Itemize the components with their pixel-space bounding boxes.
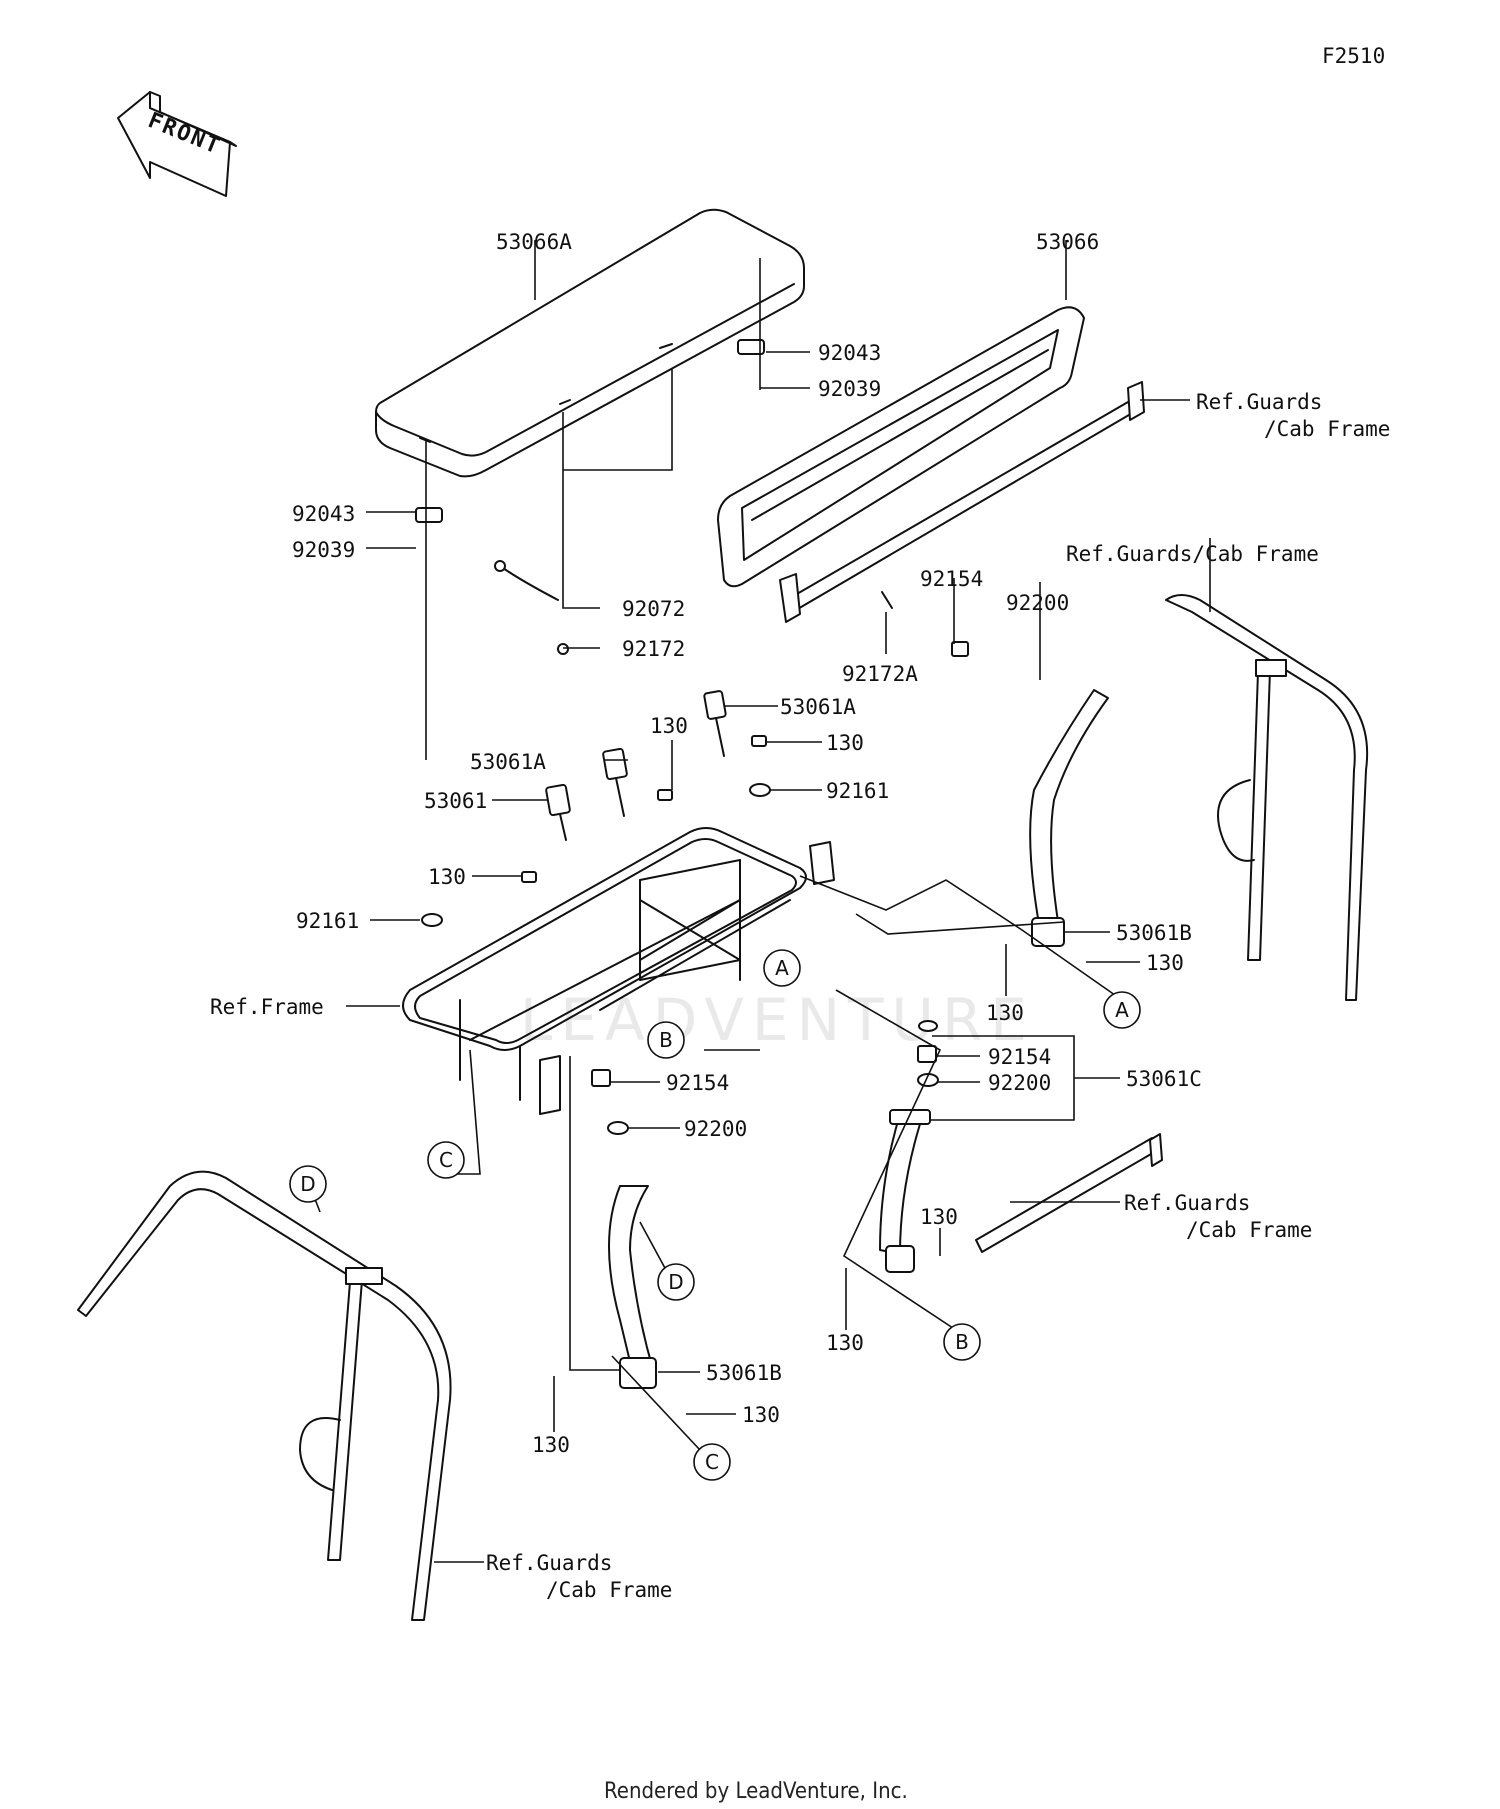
label-ref-guards-4b: /Cab Frame: [546, 1578, 672, 1602]
label-130-h: 130: [742, 1403, 780, 1427]
label-92154-left: 92154: [666, 1071, 729, 1095]
roll-cage-left: [77, 1170, 452, 1621]
washer-92161-right: [749, 783, 771, 797]
buckle-53061[interactable]: [545, 783, 571, 841]
label-ref-guards-1b: /Cab Frame: [1264, 417, 1390, 441]
label-ref-guards-3b: /Cab Frame: [1186, 1218, 1312, 1242]
bolt-130-upper: [657, 789, 673, 801]
rear-cross-tube: [779, 381, 1145, 623]
seat-frame: [402, 827, 835, 1115]
bracket-92043-right: [737, 339, 765, 355]
label-92172: 92172: [622, 637, 685, 661]
label-53061c: 53061C: [1126, 1067, 1202, 1091]
label-53061a-left: 53061A: [470, 750, 546, 774]
label-53061b-upper: 53061B: [1116, 921, 1192, 945]
washer-92161-left: [421, 913, 443, 927]
footer-credit: Rendered by LeadVenture, Inc.: [604, 1779, 908, 1804]
rivet-92172a: [881, 591, 893, 609]
roll-cage-right: [1165, 594, 1369, 1001]
bolt-92154-left: [591, 1069, 611, 1087]
label-130-i: 130: [532, 1433, 570, 1457]
label-92043-left: 92043: [292, 502, 355, 526]
callout-c-lower: C: [693, 1443, 731, 1481]
label-130-d: 130: [1146, 951, 1184, 975]
buckle-53061a-right[interactable]: [703, 690, 727, 757]
label-130-e: 130: [986, 1001, 1024, 1025]
label-92039-right: 92039: [818, 377, 881, 401]
callout-a-upper: A: [763, 949, 801, 987]
lower-cross-tube: [975, 1133, 1163, 1253]
label-ref-frame: Ref.Frame: [210, 995, 324, 1019]
label-ref-guards-4a: Ref.Guards: [486, 1551, 612, 1575]
callouts: A A B B C C D D: [289, 949, 1141, 1481]
svg-text:B: B: [659, 1028, 673, 1052]
label-92200-top: 92200: [1006, 591, 1069, 615]
seat-back[interactable]: [717, 306, 1085, 588]
svg-text:A: A: [775, 956, 789, 980]
label-130-c: 130: [428, 865, 466, 889]
bolt-92154-top: [951, 641, 969, 657]
callout-b-upper: B: [647, 1021, 685, 1059]
seat-belt-right-upper[interactable]: [1029, 689, 1109, 947]
callout-a-lower: A: [1103, 991, 1141, 1029]
svg-text:C: C: [705, 1450, 719, 1474]
bracket-92043-left: [415, 507, 443, 523]
part-labels: 53066A 53066 92043 92039 Ref.Guards /Cab…: [210, 230, 1390, 1602]
svg-text:D: D: [300, 1172, 315, 1196]
buckle-53061a-left[interactable]: [602, 747, 628, 817]
svg-text:B: B: [955, 1330, 969, 1354]
leader-lines: [309, 240, 1211, 1563]
label-92161-left: 92161: [296, 909, 359, 933]
label-53066: 53066: [1036, 230, 1099, 254]
seat-belt-center[interactable]: [879, 1109, 931, 1273]
label-ref-guards-1a: Ref.Guards: [1196, 390, 1322, 414]
seat-belt-left-lower[interactable]: [608, 1185, 657, 1389]
svg-text:D: D: [668, 1270, 683, 1294]
callout-d-lower: D: [657, 1263, 695, 1301]
callout-c-upper: C: [427, 1141, 465, 1179]
front-arrow-icon: FRONT: [117, 91, 237, 197]
label-53061: 53061: [424, 789, 487, 813]
bolt-130-a: [751, 735, 767, 747]
svg-text:C: C: [439, 1148, 453, 1172]
label-92154-top: 92154: [920, 567, 983, 591]
label-53061a-right: 53061A: [780, 695, 856, 719]
bolt-92154-center: [917, 1045, 937, 1063]
label-ref-guards-2: Ref.Guards/Cab Frame: [1066, 542, 1319, 566]
label-130-a: 130: [650, 714, 688, 738]
rivet-92172: [557, 643, 569, 655]
label-130-f: 130: [920, 1205, 958, 1229]
callout-b-lower: B: [943, 1323, 981, 1361]
label-92039-left: 92039: [292, 538, 355, 562]
washer-92200-left: [607, 1121, 629, 1135]
label-53066a: 53066A: [496, 230, 572, 254]
callout-d-upper: D: [289, 1165, 327, 1203]
seat-cushion[interactable]: [375, 208, 805, 478]
label-92200-center: 92200: [988, 1071, 1051, 1095]
label-92172a: 92172A: [842, 662, 918, 686]
label-130-b: 130: [826, 731, 864, 755]
wire-92072: [494, 560, 559, 601]
bolt-130-left: [521, 871, 537, 883]
label-92072: 92072: [622, 597, 685, 621]
figure-code: F2510: [1322, 44, 1385, 68]
label-92154-center: 92154: [988, 1045, 1051, 1069]
label-130-g: 130: [826, 1331, 864, 1355]
svg-text:A: A: [1115, 998, 1129, 1022]
washer-center-top: [918, 1020, 938, 1032]
label-92161-right: 92161: [826, 779, 889, 803]
label-92043-right: 92043: [818, 341, 881, 365]
label-ref-guards-3a: Ref.Guards: [1124, 1191, 1250, 1215]
label-53061b-lower: 53061B: [706, 1361, 782, 1385]
label-92200-left: 92200: [684, 1117, 747, 1141]
